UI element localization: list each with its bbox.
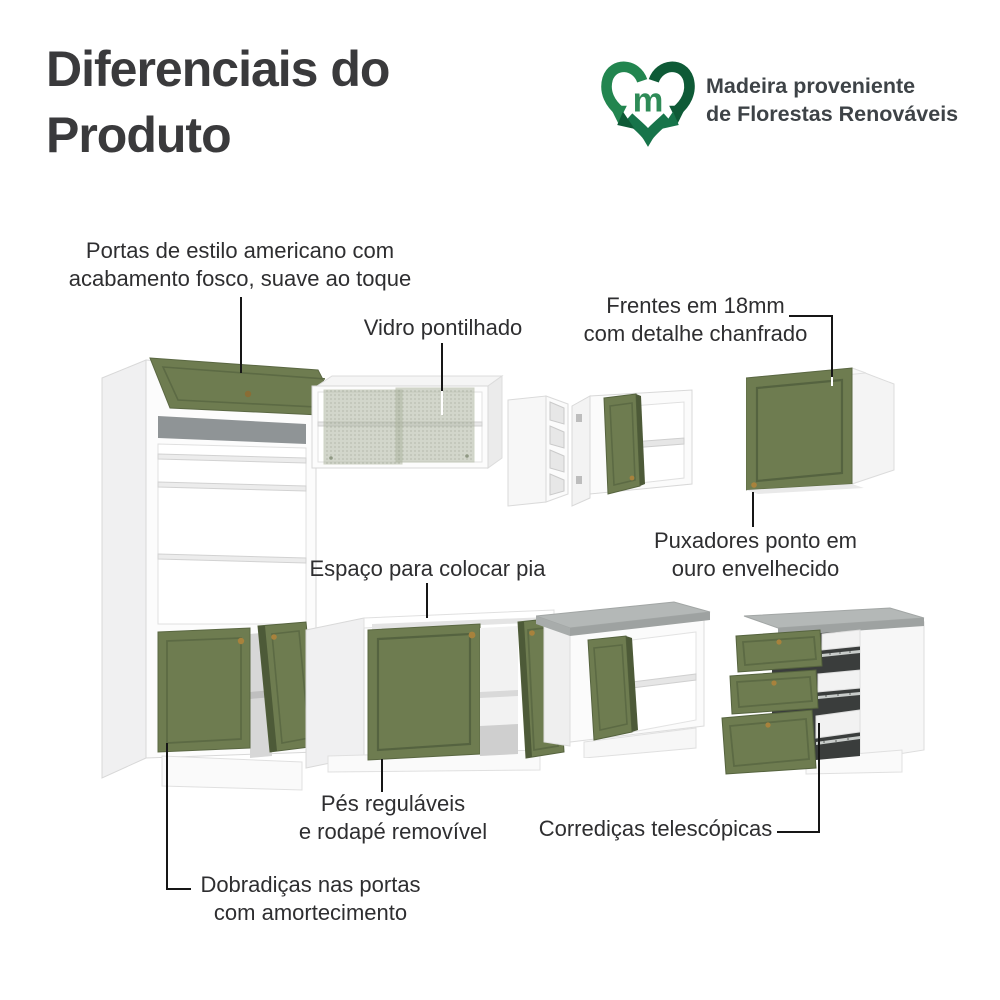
callout-dobradicas-line2: com amortecimento: [213, 899, 408, 925]
glass-wall-cabinet-illustration: [311, 375, 504, 469]
connector-corredicas-vertical: [818, 723, 820, 833]
sink-base-cabinet-illustration: [305, 609, 565, 773]
callout-corredicas-line1: Corrediças telescópicas: [538, 816, 773, 841]
callout-pes: Pés reguláveis e rodapé removível: [293, 790, 493, 846]
connector-dobradicas-vertical: [166, 743, 168, 890]
callout-portas: Portas de estilo americano com acabament…: [40, 237, 440, 293]
callout-vidro: Vidro pontilhado: [348, 314, 538, 342]
tall-oven-cabinet-illustration: [101, 357, 325, 791]
callout-dobradicas: Dobradiças nas portas com amortecimento: [188, 871, 433, 927]
callout-dobradicas-line1: Dobradiças nas portas: [200, 872, 421, 897]
green-wall-cabinet-illustration: [746, 367, 895, 494]
page-title: Diferenciais do Produto: [46, 41, 390, 163]
corner-base-cabinet-illustration: [536, 601, 711, 758]
connector-espaco: [426, 583, 428, 618]
callout-frentes-line1: Frentes em 18mm: [606, 293, 785, 318]
connector-frentes-vertical: [831, 315, 833, 377]
eco-badge: m Madeira proveniente de Florestas Renov…: [598, 54, 958, 148]
connector-pes: [381, 759, 383, 792]
eco-badge-line2: de Florestas Renováveis: [706, 102, 959, 126]
open-shelf-unit-illustration: [507, 395, 569, 507]
eco-badge-monogram: m: [633, 82, 664, 120]
connector-dobradicas-horizontal: [166, 888, 191, 890]
connector-puxadores: [752, 492, 754, 527]
connector-portas: [240, 297, 242, 373]
eco-badge-line1: Madeira proveniente: [706, 74, 916, 99]
connector-frentes-horizontal: [789, 315, 833, 317]
callout-espaco: Espaço para colocar pia: [300, 555, 555, 583]
connector-vidro: [441, 343, 443, 391]
callout-corredicas: Corrediças telescópicas: [528, 815, 783, 843]
callout-puxadores: Puxadores ponto em ouro envelhecido: [638, 527, 873, 583]
connector-frentes-tip: [831, 377, 833, 386]
connector-corredicas-horizontal: [777, 831, 820, 833]
callout-puxadores-line1: Puxadores ponto em: [653, 528, 858, 553]
callout-frentes: Frentes em 18mm com detalhe chanfrado: [578, 292, 813, 348]
callout-espaco-line1: Espaço para colocar pia: [309, 556, 546, 581]
callout-vidro-line1: Vidro pontilhado: [363, 315, 523, 340]
connector-vidro-tip: [441, 391, 443, 415]
callout-puxadores-line2: ouro envelhecido: [671, 555, 840, 581]
callout-pes-line2: e rodapé removível: [298, 818, 488, 844]
corner-wall-cabinet-illustration: [571, 389, 693, 507]
recycle-heart-icon: m: [601, 61, 695, 147]
drawer-base-cabinet-illustration: [721, 607, 925, 775]
callout-pes-line1: Pés reguláveis: [320, 791, 466, 816]
callout-portas-line1: Portas de estilo americano com: [85, 238, 395, 263]
callout-portas-line2: acabamento fosco, suave ao toque: [68, 265, 412, 291]
eco-badge-text: Madeira proveniente de Florestas Renováv…: [706, 73, 958, 128]
callout-frentes-line2: com detalhe chanfrado: [583, 320, 808, 346]
